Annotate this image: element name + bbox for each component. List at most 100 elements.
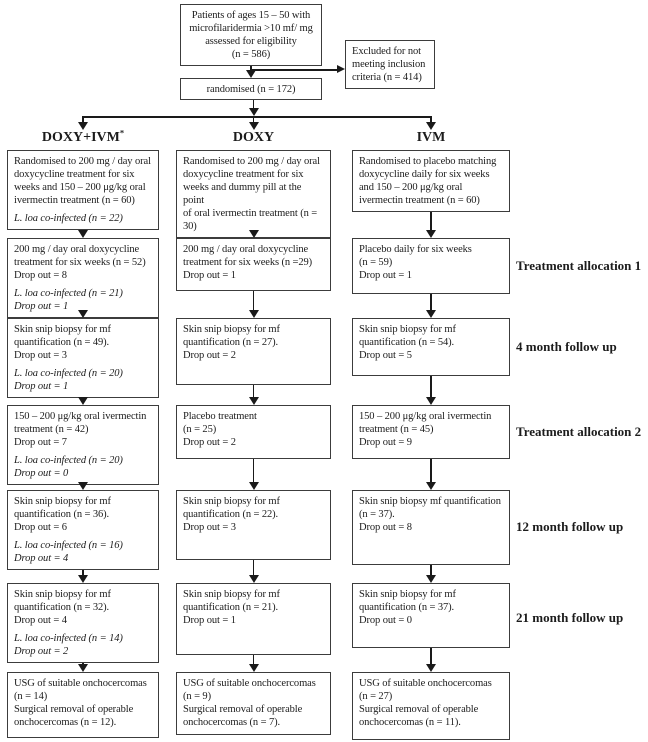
- arm-header-ivm: IVM: [352, 130, 510, 146]
- box-italic-text: L. loa co-infected (n = 20) Drop out = 1: [14, 368, 123, 392]
- box-italic-text: L. loa co-infected (n = 20) Drop out = 0: [14, 455, 123, 479]
- box-text: Randomised to 200 mg / day oral doxycycl…: [14, 156, 151, 206]
- arrow-line: [252, 118, 255, 124]
- doxyivm-randomisation-box: Randomised to 200 mg / day oral doxycycl…: [7, 150, 159, 230]
- connector-line: [251, 69, 338, 71]
- box-text: 150 – 200 μg/kg oral ivermectin treatmen…: [14, 411, 147, 448]
- box-text: 150 – 200 μg/kg oral ivermectin treatmen…: [359, 411, 492, 448]
- doxyivm-followup4-box: Skin snip biopsy for mf quantification (…: [7, 318, 159, 398]
- ivm-followup12-box: Skin snip biopsy mf quantification (n = …: [352, 490, 510, 565]
- arrow-down-head: [248, 122, 259, 130]
- arrow-line: [430, 459, 432, 484]
- box-text: USG of suitable onchocercomas (n = 9) Su…: [183, 678, 316, 728]
- doxyivm-followup21-box: Skin snip biopsy for mf quantification (…: [7, 583, 159, 663]
- doxyivm-followup12-box: Skin snip biopsy for mf quantification (…: [7, 490, 159, 570]
- box-text: Skin snip biopsy for mf quantification (…: [183, 496, 280, 533]
- arrow-down-head: [426, 575, 436, 583]
- box-text: Placebo daily for six weeks (n = 59) Dro…: [359, 244, 472, 281]
- ivm-followup21-box: Skin snip biopsy for mf quantification (…: [352, 583, 510, 648]
- connector-line: [83, 116, 431, 118]
- arrow-down-head: [246, 70, 256, 78]
- arm-header-asterisk: *: [119, 127, 125, 138]
- box-text: Randomised to 200 mg / day oral doxycycl…: [183, 156, 320, 232]
- arrow-down-head: [248, 664, 259, 672]
- box-text: Skin snip biopsy for mf quantification (…: [14, 324, 111, 361]
- stage-label-4-month-follow-up: 4 month follow up: [516, 339, 617, 354]
- arrow-line: [430, 376, 432, 399]
- box-text: USG of suitable onchocercomas (n = 14) S…: [14, 678, 147, 728]
- arrow-line: [430, 116, 432, 124]
- ivm-placebo-box: Placebo daily for six weeks (n = 59) Dro…: [352, 238, 510, 294]
- arrow-line: [252, 100, 255, 110]
- doxy-randomisation-box: Randomised to 200 mg / day oral doxycycl…: [176, 150, 331, 238]
- arrow-down-head: [78, 575, 88, 583]
- eligibility-text: Patients of ages 15 – 50 with microfilar…: [189, 10, 313, 60]
- box-text: 200 mg / day oral doxycycline treatment …: [14, 244, 146, 281]
- arm-header-doxy-label: DOXY: [232, 130, 275, 145]
- arrow-down-head: [248, 575, 259, 583]
- box-text: 200 mg / day oral doxycycline treatment …: [183, 244, 313, 281]
- doxy-followup12-box: Skin snip biopsy for mf quantification (…: [176, 490, 331, 560]
- arrow-down-head: [248, 230, 259, 238]
- ivm-followup4-box: Skin snip biopsy for mf quantification (…: [352, 318, 510, 376]
- arrow-line: [82, 116, 84, 124]
- arm-header-doxy: DOXY: [176, 130, 331, 146]
- arrow-down-head: [248, 482, 259, 490]
- doxy-usg-box: USG of suitable onchocercomas (n = 9) Su…: [176, 672, 331, 735]
- stage-label-21-month-follow-up: 21 month follow up: [516, 610, 624, 625]
- arrow-line: [252, 560, 255, 577]
- arrow-down-head: [248, 310, 259, 318]
- box-text: Skin snip biopsy for mf quantification (…: [359, 324, 456, 361]
- stage-label-treatment-allocation-1: Treatment allocation 1: [516, 258, 642, 273]
- stage-label-12-month-follow-up: 12 month follow up: [516, 519, 624, 534]
- ivm-randomisation-box: Randomised to placebo matching doxycycli…: [352, 150, 510, 212]
- stage-label-treatment-allocation-2: Treatment allocation 2: [516, 424, 642, 439]
- arrow-right-head: [337, 65, 345, 73]
- randomised-text: randomised (n = 172): [206, 83, 296, 95]
- box-text: Skin snip biopsy for mf quantification (…: [359, 589, 456, 626]
- arrow-down-head: [426, 310, 436, 318]
- excluded-text: Excluded for not meeting inclusion crite…: [352, 46, 426, 83]
- arrow-down-head: [78, 230, 88, 238]
- arrow-down-head: [426, 122, 436, 130]
- box-text: Skin snip biopsy for mf quantification (…: [14, 496, 111, 533]
- doxy-followup21-box: Skin snip biopsy for mf quantification (…: [176, 583, 331, 655]
- arrow-down-head: [78, 664, 88, 672]
- box-italic-text: L. loa co-infected (n = 21) Drop out = 1: [14, 288, 123, 312]
- arrow-line: [82, 570, 84, 577]
- arrow-line: [430, 648, 432, 666]
- arm-header-doxy-ivm: DOXY+IVM*: [7, 127, 159, 146]
- doxyivm-usg-box: USG of suitable onchocercomas (n = 14) S…: [7, 672, 159, 738]
- box-italic-text: L. loa co-infected (n = 16) Drop out = 4: [14, 540, 123, 564]
- arrow-line: [252, 459, 255, 484]
- randomised-box: randomised (n = 172): [180, 78, 322, 100]
- arrow-down-head: [78, 482, 88, 490]
- arrow-down-head: [248, 397, 259, 405]
- ivm-treatment2-box: 150 – 200 μg/kg oral ivermectin treatmen…: [352, 405, 510, 459]
- arm-header-doxy-ivm-label: DOXY+IVM: [41, 130, 120, 145]
- doxyivm-treatment1-box: 200 mg / day oral doxycycline treatment …: [7, 238, 159, 318]
- arrow-down-head: [248, 108, 259, 116]
- arrow-down-head: [78, 310, 88, 318]
- arrow-down-head: [426, 664, 436, 672]
- arrow-line: [252, 291, 255, 312]
- arm-header-ivm-label: IVM: [416, 130, 446, 145]
- arrow-down-head: [426, 230, 436, 238]
- excluded-box: Excluded for not meeting inclusion crite…: [345, 40, 435, 89]
- doxy-followup4-box: Skin snip biopsy for mf quantification (…: [176, 318, 331, 385]
- box-text: Randomised to placebo matching doxycycli…: [359, 156, 497, 206]
- arrow-down-head: [426, 482, 436, 490]
- box-text: USG of suitable onchocercomas (n = 27) S…: [359, 678, 492, 728]
- doxy-placebo-box: Placebo treatment (n = 25) Drop out = 2: [176, 405, 331, 459]
- arrow-line: [252, 385, 255, 399]
- arrow-down-head: [78, 397, 88, 405]
- box-text: Skin snip biopsy mf quantification (n = …: [359, 496, 501, 533]
- arrow-line: [252, 655, 255, 666]
- box-italic-text: L. loa co-infected (n = 14) Drop out = 2: [14, 633, 123, 657]
- doxyivm-treatment2-box: 150 – 200 μg/kg oral ivermectin treatmen…: [7, 405, 159, 485]
- eligibility-box: Patients of ages 15 – 50 with microfilar…: [180, 4, 322, 66]
- arrow-line: [430, 565, 432, 577]
- box-text: Skin snip biopsy for mf quantification (…: [183, 324, 280, 361]
- box-text: Skin snip biopsy for mf quantification (…: [183, 589, 280, 626]
